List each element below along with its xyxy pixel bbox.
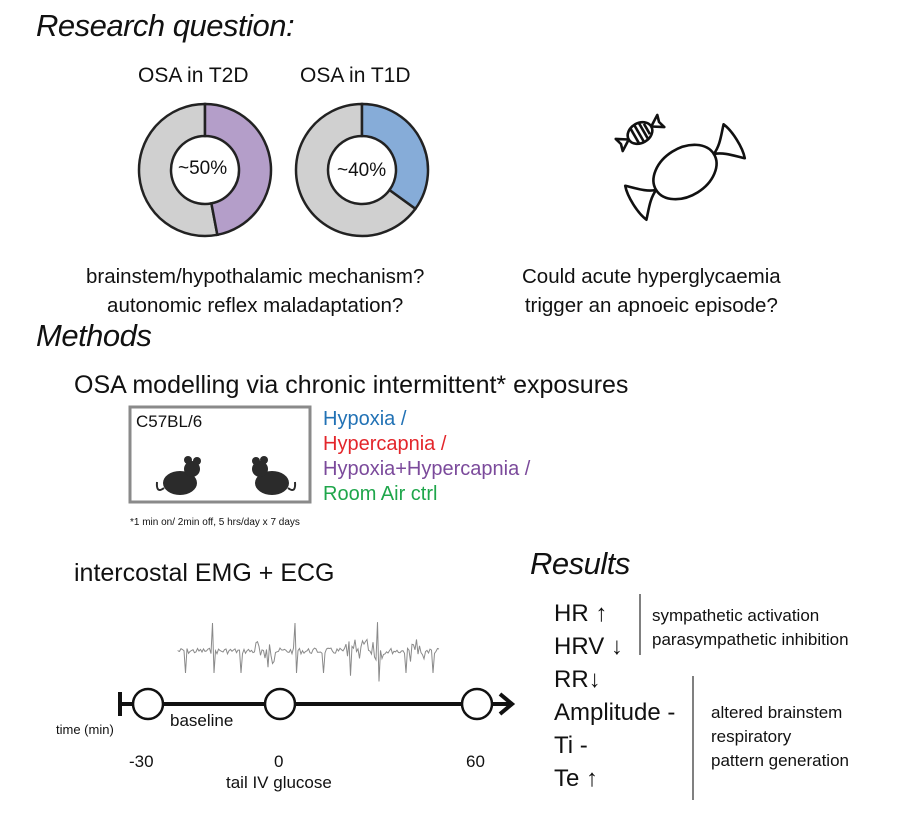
respiratory-results: RR↓ Amplitude - Ti - Te ↑ (554, 663, 675, 795)
exposure-list: Hypoxia / Hypercapnia / Hypoxia+Hypercap… (323, 407, 530, 507)
question-line: brainstem/hypothalamic mechanism? (86, 265, 425, 288)
baseline-label: baseline (170, 711, 234, 730)
exposure-hypercapnia: Hypercapnia / (323, 433, 447, 455)
note-line: altered brainstem (711, 703, 843, 722)
donut-chart-t2d (137, 102, 273, 238)
result-te: Te ↑ (554, 765, 599, 792)
cardiac-results: HR ↑ HRV ↓ (554, 597, 623, 663)
donut-label-t2d: ~50% (178, 158, 228, 179)
note-line: sympathetic activation (652, 606, 820, 625)
question-line: Could acute hyperglycaemia (522, 265, 781, 288)
question-line: autonomic reflex maladaptation? (107, 294, 404, 317)
tick-0: 0 (274, 752, 284, 771)
donut-segment-highlight (360, 102, 430, 211)
results-heading: Results (530, 546, 630, 581)
note-line: parasympathetic inhibition (652, 630, 849, 649)
glucose-event-label: tail IV glucose (226, 773, 332, 792)
timepoint-marker (131, 687, 165, 721)
donut-title-t2d: OSA in T2D (138, 64, 249, 87)
exposure-hypoxia-hypercapnia: Hypoxia+Hypercapnia / (323, 458, 531, 480)
tick-minus-30: -30 (129, 752, 154, 771)
result-amplitude: Amplitude - (554, 699, 676, 726)
donut-chart-t1d (294, 102, 430, 238)
cardiac-interpretation: sympathetic activation parasympathetic i… (652, 604, 849, 652)
note-line: pattern generation (711, 751, 849, 770)
donut-label-t1d: ~40% (337, 160, 387, 181)
modelling-title: OSA modelling via chronic intermittent* … (74, 371, 629, 399)
timepoint-marker (263, 687, 297, 721)
result-hr: HR ↑ (554, 600, 608, 627)
hyperglycaemia-question: Could acute hyperglycaemia trigger an ap… (522, 262, 781, 320)
candy-icon (614, 113, 747, 221)
exposure-chamber (128, 405, 312, 504)
mouse-icon (155, 456, 201, 495)
result-rr: RR↓ (554, 666, 601, 693)
mechanism-question: brainstem/hypothalamic mechanism? autono… (86, 262, 424, 320)
recording-title: intercostal EMG + ECG (74, 559, 335, 587)
result-hrv: HRV ↓ (554, 633, 623, 660)
research-question-heading: Research question: (36, 8, 295, 43)
time-axis-label: time (min) (56, 722, 114, 737)
donut-segment-remainder (294, 102, 418, 238)
note-line: respiratory (711, 727, 792, 746)
respiratory-interpretation: altered brainstem respiratory pattern ge… (711, 701, 849, 773)
mouse-icon (252, 456, 297, 495)
tick-60: 60 (466, 752, 485, 771)
donut-segment-remainder (137, 102, 219, 238)
timepoint-marker (460, 687, 494, 721)
donut-title-t1d: OSA in T1D (300, 64, 411, 87)
exposure-room-air: Room Air ctrl (323, 483, 438, 505)
mouse-strain: C57BL/6 (136, 412, 203, 431)
emg-ecg-trace (177, 622, 440, 682)
donut-segment-highlight (203, 102, 273, 237)
result-ti: Ti - (554, 732, 588, 759)
exposure-footnote: *1 min on/ 2min off, 5 hrs/day x 7 days (130, 517, 300, 528)
timeline (118, 692, 516, 716)
question-line: trigger an apnoeic episode? (524, 294, 778, 317)
methods-heading: Methods (36, 318, 152, 353)
waveform-line (177, 622, 440, 682)
exposure-hypoxia: Hypoxia / (323, 408, 407, 430)
